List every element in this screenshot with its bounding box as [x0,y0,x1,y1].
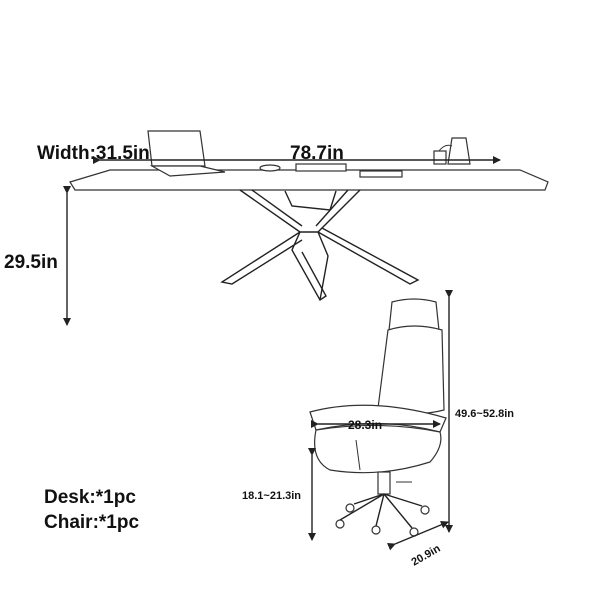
chair-depth-dimension [387,520,449,551]
chair-count-label: Chair:*1pc [44,512,139,533]
desk-width-label: Width:31.5in [37,143,150,164]
desk-count-label: Desk:*1pc [44,487,136,508]
paper-icon [359,170,403,178]
pen-icon [259,164,281,172]
laptop-icon [147,130,226,177]
chair-depth-label: 20.9in [410,542,443,568]
seat-height-label: 18.1~21.3in [242,490,301,502]
desk-height-label: 29.5in [4,252,58,273]
notebook-icon [295,163,347,172]
desk-length-label: 78.7in [290,143,344,164]
chair-height-label: 49.6~52.8in [455,408,514,420]
chair-illustration [309,298,447,537]
desk-base [220,189,420,302]
chair-width-label: 28.3in [348,418,382,432]
